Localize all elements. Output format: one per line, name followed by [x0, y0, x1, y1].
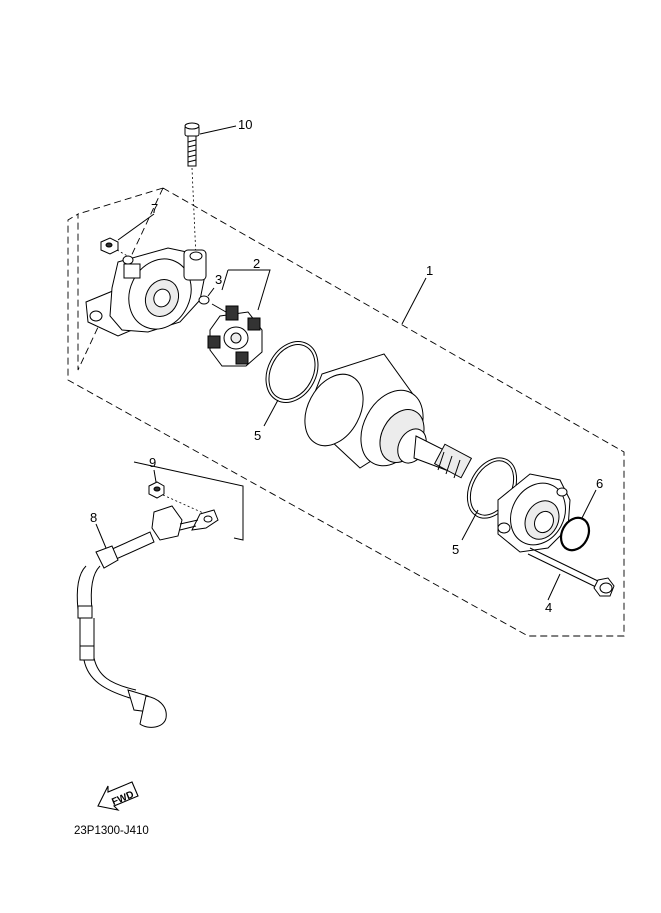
assembly-boundary	[67, 187, 625, 637]
callout-7: 7	[151, 201, 158, 216]
o-ring-part-5-left	[265, 341, 319, 403]
callout-leaders	[95, 125, 597, 601]
callout-3: 3	[215, 272, 222, 287]
nut-part-9	[148, 481, 211, 517]
o-ring-part-3	[198, 295, 210, 305]
callout-9: 9	[149, 455, 156, 470]
cable-group-bracket	[133, 461, 244, 541]
callout-5-left: 5	[254, 428, 261, 443]
bolt-part-10	[184, 122, 200, 259]
nut-part-7	[100, 237, 139, 263]
callout-10: 10	[238, 117, 252, 132]
callout-1: 1	[426, 263, 433, 278]
callout-8: 8	[90, 510, 97, 525]
o-ring-part-6	[559, 516, 591, 552]
brush-holder-part-2	[207, 303, 263, 367]
starter-cable-part-8	[76, 505, 219, 728]
long-bolt-part-4	[527, 547, 615, 597]
callout-6: 6	[596, 476, 603, 491]
callout-2: 2	[253, 256, 260, 271]
diagram-code: 23P1300-J410	[74, 825, 149, 837]
yoke-armature	[304, 353, 473, 479]
fwd-arrow-icon: FWD	[97, 781, 139, 811]
front-housing	[85, 247, 207, 337]
callout-4: 4	[545, 600, 552, 615]
callout-5-right: 5	[452, 542, 459, 557]
assembly-boundary-inner	[77, 187, 164, 215]
rear-cover	[497, 473, 571, 553]
